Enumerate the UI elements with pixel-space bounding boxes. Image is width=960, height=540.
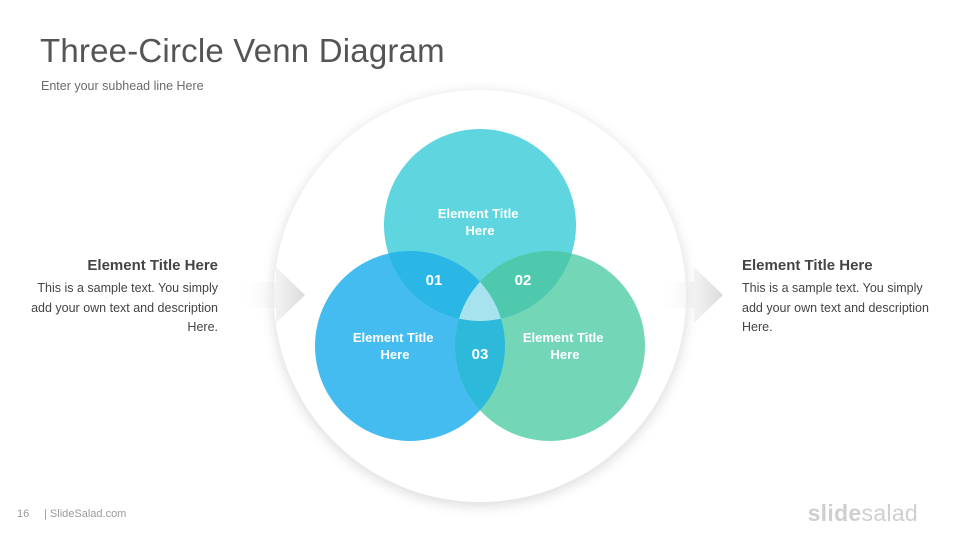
- circle-left-label: Element Title Here: [353, 330, 437, 362]
- page-number: 16: [17, 508, 30, 520]
- footer-site: | SlideSalad.com: [44, 508, 127, 520]
- page-subtitle: Enter your subhead line Here: [41, 79, 204, 93]
- venn-overlap-02: [455, 251, 576, 321]
- left-element-title: Element Title Here: [87, 257, 218, 274]
- venn-overlap-01: [384, 251, 505, 321]
- right-element-title: Element Title Here: [742, 257, 873, 274]
- overlap-01-label: 01: [426, 272, 443, 289]
- page-title: Three-Circle Venn Diagram: [40, 32, 445, 69]
- left-element-description: This is a sample text. You simply add yo…: [31, 281, 218, 334]
- left-text-block: Element Title Here This is a sample text…: [28, 257, 218, 338]
- circle-top-label: Element Title Here: [438, 206, 522, 238]
- brand-logo: slidesalad: [807, 500, 918, 526]
- right-element-description: This is a sample text. You simply add yo…: [742, 281, 929, 334]
- arrow-right-icon: [656, 267, 723, 323]
- overlap-02-label: 02: [515, 272, 532, 289]
- overlap-03-label: 03: [472, 346, 489, 363]
- right-text-block: Element Title Here This is a sample text…: [742, 257, 932, 338]
- arrow-left-icon: [238, 267, 305, 323]
- circle-right-label: Element Title Here: [523, 330, 607, 362]
